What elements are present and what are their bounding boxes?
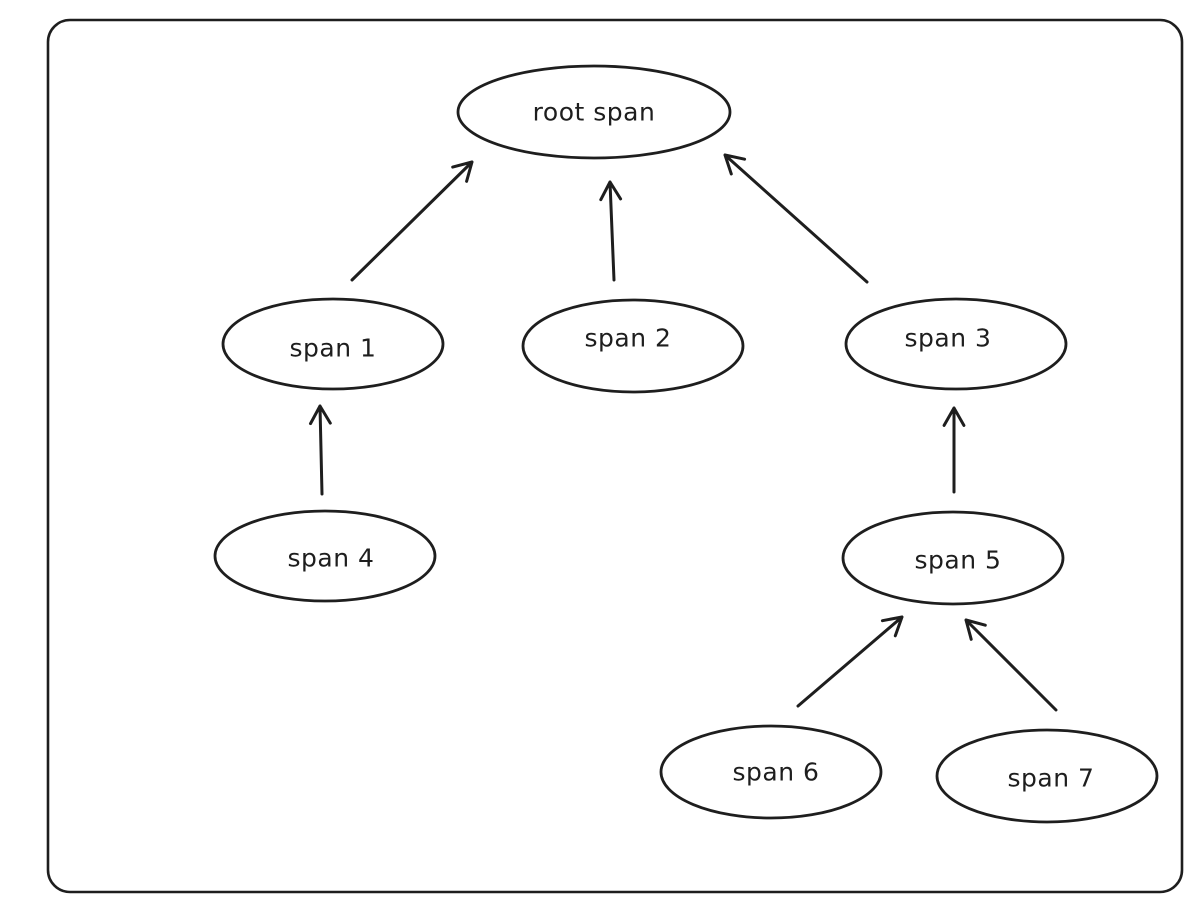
node-span7: span 7 [935,728,1159,824]
node-ellipse [456,64,732,160]
edge-span7-to-span5 [964,618,1058,712]
node-ellipse [844,297,1068,391]
node-label: root span [533,98,656,127]
node-label: span 2 [585,324,672,353]
node-ellipse [221,297,445,391]
node-span2: span 2 [521,298,745,394]
edge-span2-to-root [599,180,623,282]
node-ellipse [935,728,1159,824]
diagram-frame [46,18,1184,894]
node-ellipse [659,724,883,820]
node-span4: span 4 [213,509,437,603]
node-span6: span 6 [659,724,883,820]
node-root: root span [456,64,732,160]
node-label: span 7 [1008,764,1095,793]
node-ellipse [521,298,745,394]
node-label: span 4 [288,544,375,573]
node-label: span 6 [733,758,820,787]
edge-span6-to-span5 [796,615,904,708]
edge-span3-to-root [723,153,869,284]
edge-span1-to-root [350,160,474,282]
node-span5: span 5 [841,510,1065,606]
edge-span4-to-span1 [309,404,332,496]
edge-span5-to-span3 [942,406,966,494]
node-span3: span 3 [844,297,1068,391]
node-span1: span 1 [221,297,445,391]
node-ellipse [213,509,437,603]
nodes: root span span 1 span 2 span 3 span 4 span 5 s… [213,64,1159,824]
edges [309,153,1058,712]
node-ellipse [841,510,1065,606]
node-label: span 5 [915,546,1002,575]
node-label: span 1 [290,334,377,363]
node-label: span 3 [905,324,992,353]
